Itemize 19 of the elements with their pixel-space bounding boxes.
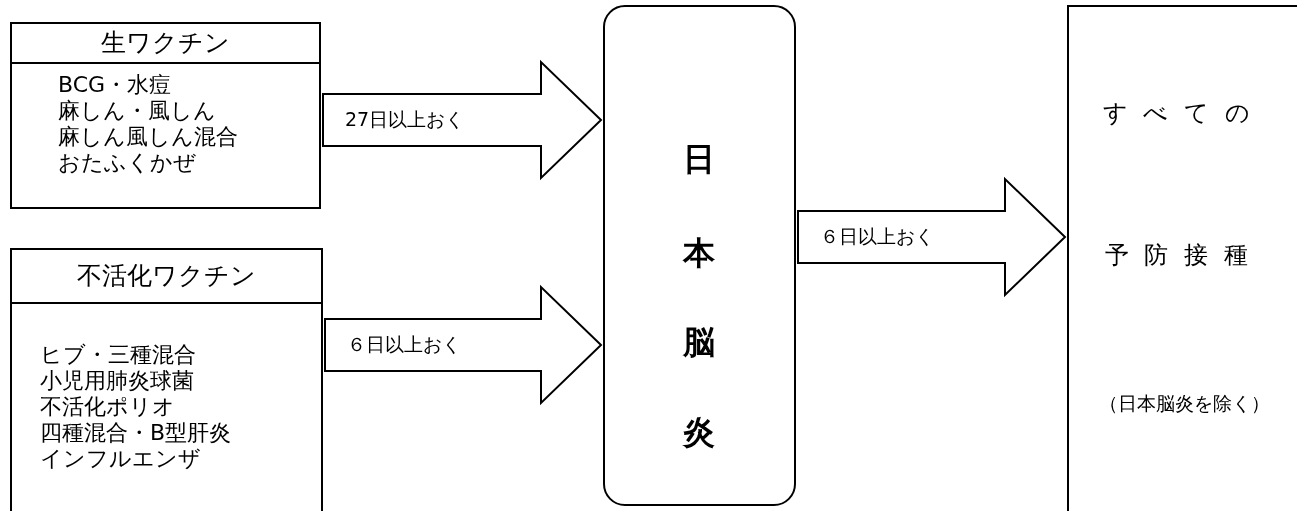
rounded-box [603,5,796,506]
box-text: 予防接種 [1104,240,1264,271]
vaccine-box [10,22,321,209]
list-item: 小児用肺炎球菌 [40,368,194,394]
list-item: 麻しん風しん混合 [58,124,238,150]
list-item: 四種混合・B型肝炎 [40,420,232,446]
list-item: 不活化ポリオ [40,394,175,420]
box-heading: 不活化ワクチン [12,250,321,304]
list-item: インフルエンザ [40,446,201,472]
vertical-title: 日本脳炎 [679,120,720,481]
box-text: すべての [1102,98,1266,129]
box-text: （日本脳炎を除く） [1098,391,1270,416]
box-heading: 生ワクチン [12,24,319,64]
target-box [1067,5,1297,511]
list-item: BCG・水痘 [58,72,172,98]
list-item: おたふくかぜ [58,150,196,176]
vaccine-box [10,248,323,511]
list-item: 麻しん・風しん [58,98,216,124]
list-item: ヒブ・三種混合 [40,342,196,368]
